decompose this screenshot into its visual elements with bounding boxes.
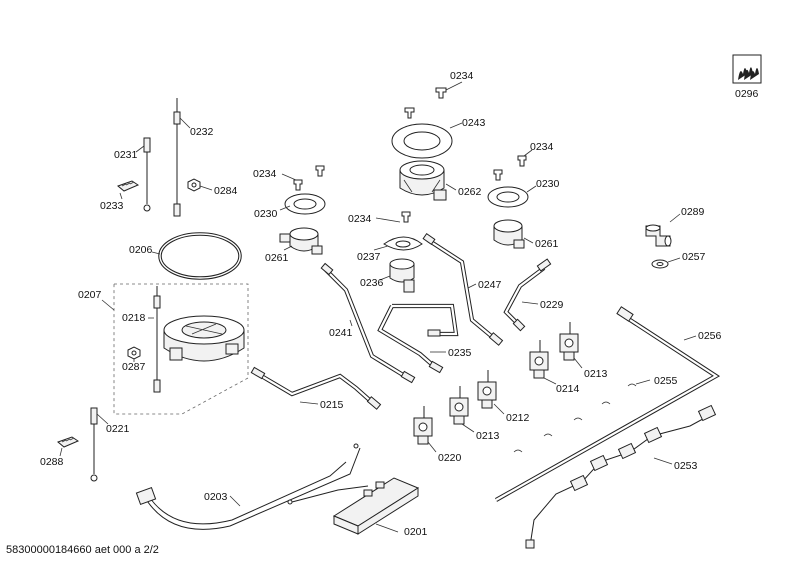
label-0256: 0256 — [698, 330, 722, 342]
label-0214: 0214 — [556, 383, 580, 395]
screw-part — [293, 179, 303, 191]
label-0241: 0241 — [329, 327, 353, 339]
label-0220: 0220 — [438, 452, 462, 464]
electrode-0232 — [173, 98, 181, 217]
label-0234-top: 0234 — [450, 70, 474, 82]
gas-pipe-0215 — [250, 366, 382, 410]
gas-tap-0214 — [529, 340, 549, 379]
nut-0284 — [187, 178, 201, 192]
thermocouple-0231 — [143, 137, 151, 212]
burner-cup-0261-left — [279, 227, 323, 255]
gasket-0230-right — [487, 186, 529, 208]
clip-0233 — [117, 180, 140, 192]
screw-part — [404, 107, 415, 119]
wok-burner-body — [163, 315, 245, 362]
label-0233: 0233 — [100, 200, 124, 212]
label-0284: 0284 — [214, 185, 238, 197]
gas-tap-0213-upper — [559, 322, 579, 361]
label-0213-upper: 0213 — [584, 368, 608, 380]
gas-pipe-0241 — [320, 262, 416, 384]
label-0215: 0215 — [320, 399, 344, 411]
burner-cup-0236 — [389, 258, 415, 293]
label-0206: 0206 — [129, 244, 153, 256]
screw-part — [493, 169, 503, 181]
gas-pipe-0229 — [503, 258, 552, 332]
label-0288: 0288 — [40, 456, 64, 468]
wiring-loom-0203 — [135, 443, 369, 530]
label-0296: 0296 — [735, 88, 759, 100]
label-0261-left: 0261 — [265, 252, 289, 264]
gasket-0230-left — [284, 193, 326, 215]
gasket-0237 — [383, 236, 423, 251]
label-0255: 0255 — [654, 375, 678, 387]
label-0234-mid: 0234 — [348, 213, 372, 225]
screw-part — [435, 87, 447, 99]
gas-pipe-0235 — [377, 303, 459, 374]
gas-tap-0213-lower — [449, 386, 469, 425]
label-0213-lower: 0213 — [476, 430, 500, 442]
screw-part — [401, 211, 411, 223]
label-0221: 0221 — [106, 423, 130, 435]
label-0237: 0237 — [357, 251, 381, 263]
label-0201: 0201 — [404, 526, 428, 538]
label-0236: 0236 — [360, 277, 384, 289]
label-0289: 0289 — [681, 206, 705, 218]
ignition-module-0201 — [332, 477, 420, 535]
label-0253: 0253 — [674, 460, 698, 472]
gas-manifold-0256 — [494, 306, 721, 502]
gas-tap-0212 — [477, 370, 497, 409]
label-0232: 0232 — [190, 126, 214, 138]
thermocouple-0221 — [90, 407, 98, 482]
screw-part — [517, 155, 527, 167]
burner-housing-0262 — [399, 160, 447, 201]
label-0203: 0203 — [204, 491, 228, 503]
label-0247: 0247 — [478, 279, 502, 291]
ignition-harness-0253 — [525, 404, 717, 549]
gas-pipe-0247 — [422, 232, 504, 346]
clips-0255 — [513, 383, 637, 453]
flame-logo-icon — [732, 54, 762, 84]
label-0234-left: 0234 — [253, 168, 277, 180]
gasket-ring-0243 — [391, 123, 453, 159]
label-0218: 0218 — [122, 312, 146, 324]
label-0257: 0257 — [682, 251, 706, 263]
gas-tap-0220 — [413, 406, 433, 445]
assembly-box-0207 — [113, 283, 249, 415]
label-0235: 0235 — [448, 347, 472, 359]
nut-0287 — [127, 346, 141, 360]
burner-cup-0261-right — [493, 219, 525, 249]
elbow-fitting-0289 — [645, 224, 672, 247]
electrode-0218 — [153, 286, 161, 393]
label-0262: 0262 — [458, 186, 482, 198]
label-0234-right: 0234 — [530, 141, 554, 153]
label-0243: 0243 — [462, 117, 486, 129]
drawing-reference-footer: 58300000184660 aet 000 a 2/2 — [6, 544, 159, 556]
label-0261-right: 0261 — [535, 238, 559, 250]
label-0229: 0229 — [540, 299, 564, 311]
washer-0257 — [651, 259, 669, 269]
label-0231: 0231 — [114, 149, 138, 161]
gasket-ring-0206 — [158, 232, 242, 280]
label-0230-left: 0230 — [254, 208, 278, 220]
label-0230-right: 0230 — [536, 178, 560, 190]
label-0287: 0287 — [122, 361, 146, 373]
label-0212: 0212 — [506, 412, 530, 424]
clip-0288 — [57, 436, 80, 448]
screw-part — [315, 165, 325, 177]
label-0207: 0207 — [78, 289, 102, 301]
